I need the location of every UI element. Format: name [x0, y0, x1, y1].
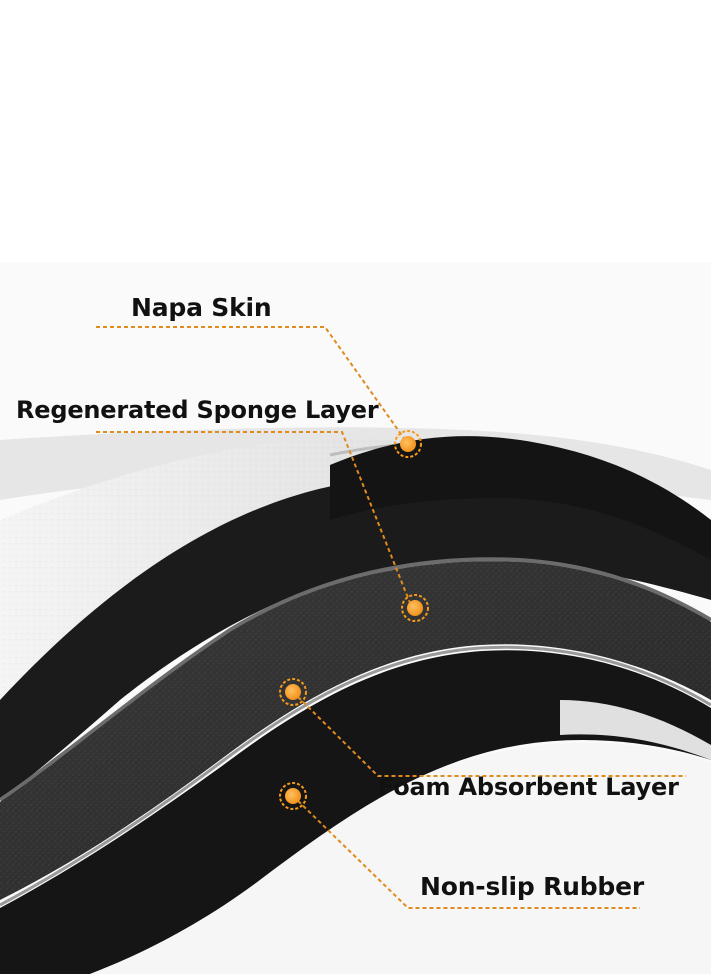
label-napa-skin: Napa Skin [131, 293, 272, 322]
marker-rubber [279, 782, 307, 810]
leader-lines [96, 326, 686, 909]
regenerated-sponge-layer [0, 475, 711, 800]
sponge-peak [330, 436, 711, 560]
leader-napa-skin [96, 326, 409, 445]
label-regenerated-sponge-layer: Regenerated Sponge Layer [16, 396, 379, 424]
leader-sponge [96, 431, 413, 609]
layer-separator-1 [0, 557, 711, 802]
label-foam-absorbent-layer: Foam Absorbent Layer [378, 773, 679, 801]
marker-sponge [401, 594, 429, 622]
floor [90, 742, 711, 974]
markers [279, 430, 429, 810]
label-non-slip-rubber: Non-slip Rubber [420, 872, 645, 901]
foam-texture [0, 561, 711, 900]
rubber-edge [560, 700, 711, 760]
leader-foam [292, 691, 686, 777]
marker-napa-skin [394, 430, 422, 458]
marker-foam [279, 678, 307, 706]
non-slip-rubber-layer [0, 650, 711, 974]
layer-separator-2 [0, 645, 711, 907]
leader-rubber [292, 795, 640, 909]
